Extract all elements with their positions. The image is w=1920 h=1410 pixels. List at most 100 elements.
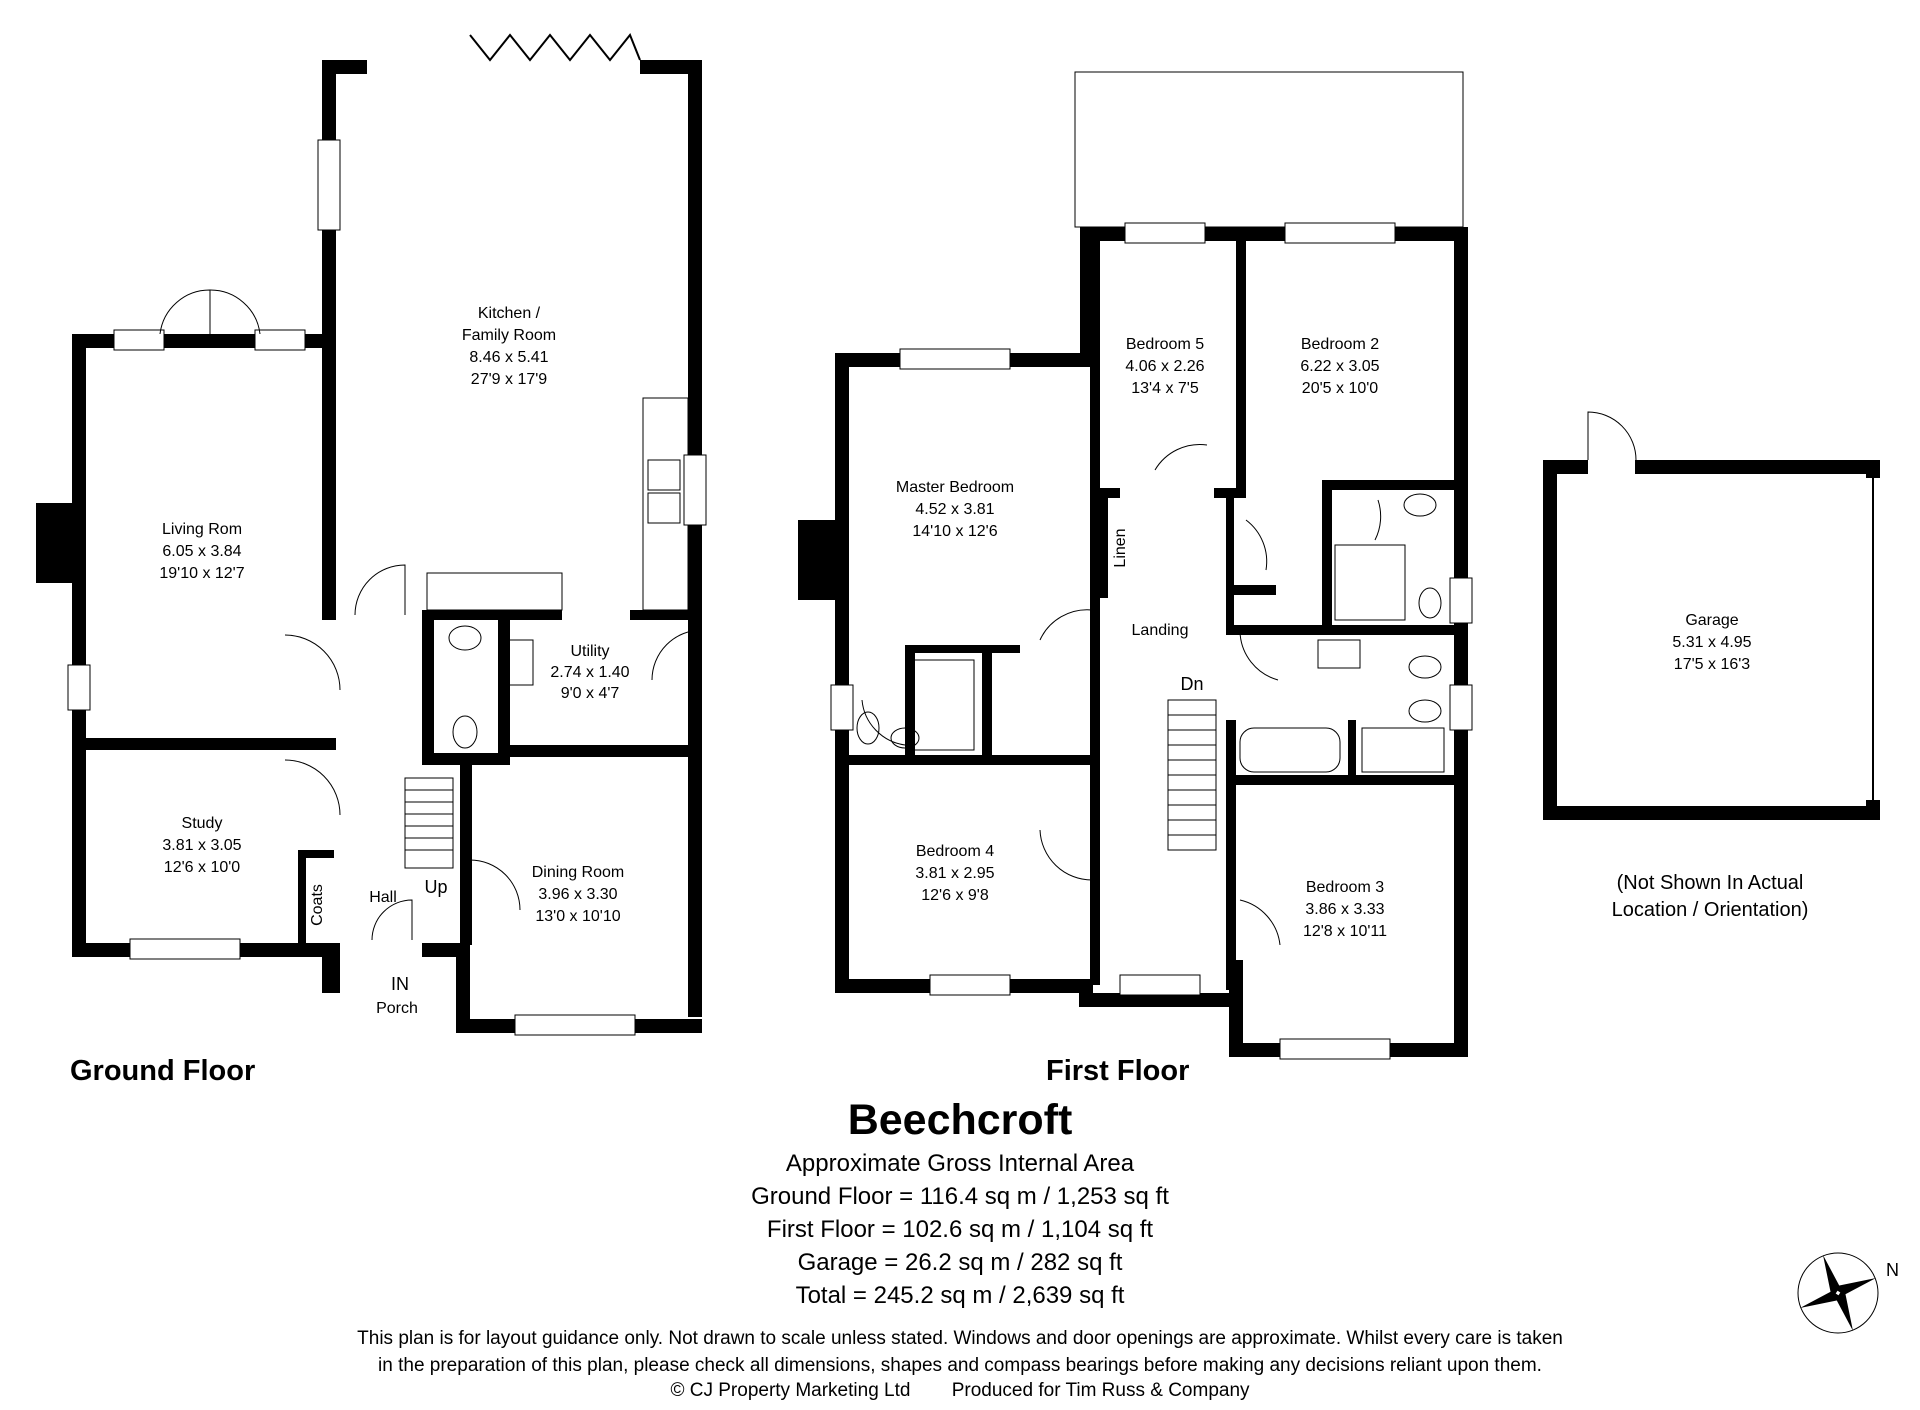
window	[1279, 1038, 1391, 1060]
window	[514, 1014, 636, 1036]
bedroom-4-metric: 3.81 x 2.95	[915, 865, 994, 882]
staircase	[1167, 699, 1217, 851]
bedroom-5-imperial: 13'4 x 7'5	[1131, 380, 1199, 397]
coats-label: Coats	[309, 884, 326, 926]
credits: © CJ Property Marketing Ltd Produced for…	[0, 1380, 1920, 1402]
bedroom-3-imperial: 12'8 x 10'11	[1303, 923, 1387, 940]
wall	[1866, 460, 1880, 478]
toilet	[856, 711, 880, 745]
hall-label: Hall	[369, 889, 397, 906]
door-swing	[284, 759, 341, 816]
note-line-2: Location / Orientation)	[1611, 899, 1809, 921]
sink	[647, 492, 681, 524]
window	[899, 348, 1011, 370]
bedroom-5-metric: 4.06 x 2.26	[1125, 358, 1204, 375]
kitchen-counter	[642, 397, 689, 611]
window	[929, 974, 1011, 996]
window	[113, 329, 165, 351]
wall	[1226, 585, 1276, 595]
garage-orientation-note: (Not Shown In Actual Location / Orientat…	[1580, 870, 1840, 924]
wall	[422, 753, 502, 765]
door-swing	[1587, 411, 1637, 461]
wall	[798, 520, 849, 600]
wall	[982, 645, 992, 760]
toilet	[452, 715, 478, 749]
master-bedroom-metric: 4.52 x 3.81	[915, 501, 994, 518]
kitchen-island	[426, 572, 563, 611]
area-subtitle: Approximate Gross Internal Area	[785, 1150, 1135, 1177]
ground-floor-area: Ground Floor = 116.4 sq m / 1,253 sq ft	[751, 1183, 1169, 1210]
bedroom-5-label: Bedroom 5	[1126, 336, 1204, 353]
bedroom-3-metric: 3.86 x 3.33	[1305, 901, 1384, 918]
total-area: Total = 245.2 sq m / 2,639 sq ft	[795, 1282, 1125, 1309]
wall	[1226, 498, 1234, 633]
bifold-door	[469, 33, 641, 62]
staircase	[404, 777, 454, 869]
wc-basin	[448, 625, 482, 651]
window	[1119, 974, 1201, 996]
bedroom-4-imperial: 12'6 x 9'8	[921, 887, 989, 904]
first-floor-labels: Master Bedroom 4.52 x 3.81 14'10 x 12'6 …	[896, 336, 1387, 940]
wall	[1079, 993, 1229, 1007]
first-floor-plan	[798, 71, 1473, 1060]
wall	[1236, 233, 1246, 498]
wall	[1214, 488, 1246, 498]
shower	[1334, 544, 1406, 621]
wall	[1328, 480, 1468, 490]
kitchen-imperial: 27'9 x 17'9	[471, 371, 547, 388]
wall	[630, 610, 702, 620]
living-room-imperial: 19'10 x 12'7	[159, 565, 244, 582]
bedroom-4-label: Bedroom 4	[916, 843, 994, 860]
note-line-1: (Not Shown In Actual	[1616, 872, 1804, 894]
wall	[1100, 488, 1120, 498]
window	[317, 139, 341, 231]
window	[683, 454, 707, 526]
door-swing	[1039, 829, 1093, 881]
property-title: Beechcroft	[847, 1096, 1073, 1144]
toilet	[1408, 699, 1442, 723]
door-swing	[1039, 609, 1093, 641]
kitchen-metric: 8.46 x 5.41	[469, 349, 548, 366]
wall	[1090, 233, 1100, 985]
wall	[36, 503, 86, 583]
wall	[298, 850, 306, 945]
stairs-up-label: Up	[424, 877, 447, 897]
wall	[1543, 460, 1557, 820]
living-room-label: Living Rom	[162, 521, 242, 538]
door-swing	[371, 899, 413, 941]
door-swing	[861, 699, 906, 746]
wall	[688, 60, 702, 1017]
entrance-label: IN	[391, 974, 409, 994]
basin	[890, 727, 920, 749]
window	[129, 938, 241, 960]
window	[67, 664, 91, 711]
bedroom-3-label: Bedroom 3	[1306, 879, 1384, 896]
wall	[640, 60, 702, 74]
wall	[1543, 460, 1588, 474]
wall	[1226, 775, 1468, 785]
wall	[1454, 227, 1468, 1057]
study-imperial: 12'6 x 10'0	[164, 859, 240, 876]
window	[1124, 222, 1206, 244]
compass-north-label: N	[1886, 1260, 1899, 1280]
balcony	[1074, 71, 1464, 228]
door-swing	[469, 859, 521, 911]
toilet	[1418, 587, 1442, 619]
ground-floor-labels: Kitchen / Family Room 8.46 x 5.41 27'9 x…	[159, 305, 629, 1017]
utility-label: Utility	[570, 643, 609, 660]
window	[1449, 684, 1473, 731]
dining-room-label: Dining Room	[532, 864, 624, 881]
dining-room-imperial: 13'0 x 10'10	[535, 908, 620, 925]
utility-sink	[504, 639, 534, 686]
wall	[905, 645, 915, 760]
ground-floor-title: Ground Floor	[70, 1055, 256, 1087]
door-swing	[1154, 444, 1208, 471]
wall	[905, 645, 1020, 653]
produced-for-text: Produced for Tim Russ & Company	[951, 1380, 1250, 1401]
garage-metric: 5.31 x 4.95	[1672, 634, 1751, 651]
basin	[1317, 639, 1361, 669]
shower	[911, 659, 975, 751]
living-room-metric: 6.05 x 3.84	[162, 543, 241, 560]
wall	[422, 610, 562, 620]
